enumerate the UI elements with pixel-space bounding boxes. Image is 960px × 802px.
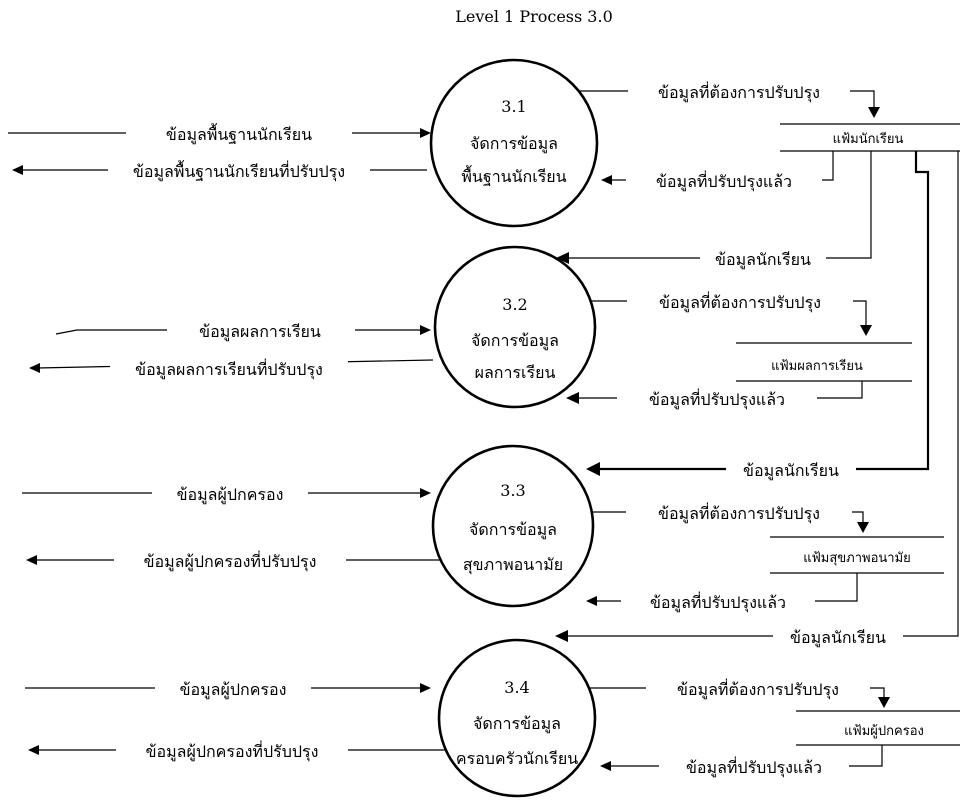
process-3-4: 3.4 จัดการข้อมูล ครอบครัวนักเรียน <box>437 638 597 798</box>
store-label: แฟ้มนักเรียน <box>833 131 904 147</box>
process-circle <box>431 444 595 608</box>
flow-label: ข้อมูลผู้ปกครองที่ปรับปรุง <box>146 740 319 762</box>
arrowhead <box>586 462 600 476</box>
store-label: แฟ้มผลการเรียน <box>771 358 863 374</box>
process-name-line2: ผลการเรียน <box>475 363 556 382</box>
flow-update-done-4: ข้อมูลที่ปรับปรุงแล้ว <box>600 745 883 778</box>
flow-student-to-3-2: ข้อมูลนักเรียน <box>556 151 872 270</box>
arrowhead <box>860 325 872 336</box>
flow-update-request-4: ข้อมูลที่ต้องการปรับปรุง <box>590 677 890 708</box>
flow-out-student-basic: ข้อมูลพื้นฐานนักเรียนที่ปรับปรุง <box>12 159 427 182</box>
process-name-line1: จัดการข้อมูล <box>469 520 557 540</box>
flow-update-request-1: ข้อมูลที่ต้องการปรับปรุง <box>580 80 880 118</box>
flow-out-parents-3: ข้อมูลผู้ปกครองที่ปรับปรุง <box>26 549 445 572</box>
process-3-2: 3.2 จัดการข้อมูล ผลการเรียน <box>433 245 597 409</box>
arrowhead <box>420 325 431 335</box>
flow-update-done-2: ข้อมูลที่ปรับปรุงแล้ว <box>566 381 863 410</box>
process-id: 3.1 <box>501 97 526 116</box>
process-id: 3.2 <box>502 295 527 314</box>
store-label: แฟ้มสุขภาพอนามัย <box>803 551 911 566</box>
arrowhead <box>420 128 431 138</box>
flow-label: ข้อมูลนักเรียน <box>790 628 886 648</box>
flow-label: ข้อมูลนักเรียน <box>715 250 811 270</box>
process-3-1: 3.1 จัดการข้อมูล พื้นฐานนักเรียน <box>429 58 599 228</box>
process-id: 3.4 <box>504 678 529 697</box>
flow-label: ข้อมูลที่ต้องการปรับปรุง <box>659 291 821 313</box>
flow-label: ข้อมูลที่ปรับปรุงแล้ว <box>649 388 785 410</box>
diagram-title: Level 1 Process 3.0 <box>455 7 613 26</box>
data-store-health: แฟ้มสุขภาพอนามัย <box>770 536 944 574</box>
flow-in-parents-4: ข้อมูลผู้ปกครอง <box>25 677 431 700</box>
flow-label: ข้อมูลผู้ปกครอง <box>180 680 287 700</box>
flow-label: ข้อมูลผู้ปกครองที่ปรับปรุง <box>144 550 317 572</box>
flow-label: ข้อมูลนักเรียน <box>743 461 839 481</box>
arrowhead <box>29 363 40 373</box>
process-name-line2: ครอบครัวนักเรียน <box>456 749 578 768</box>
arrowhead <box>566 392 579 404</box>
process-circle <box>429 58 599 228</box>
flow-in-student-basic: ข้อมูลพื้นฐานนักเรียน <box>8 122 431 145</box>
process-name-line1: จัดการข้อมูล <box>471 331 559 351</box>
arrowhead <box>26 555 37 565</box>
flow-student-to-3-3: ข้อมูลนักเรียน <box>586 151 930 481</box>
data-store-student: แฟ้มนักเรียน <box>780 123 960 152</box>
flow-out-parents-4: ข้อมูลผู้ปกครองที่ปรับปรุง <box>28 739 448 762</box>
process-name-line2: สุขภาพอนามัย <box>463 555 563 575</box>
arrowhead <box>868 107 880 118</box>
flow-update-request-3: ข้อมูลที่ต้องการปรับปรุง <box>590 501 869 533</box>
flow-update-done-3: ข้อมูลที่ปรับปรุงแล้ว <box>586 573 858 613</box>
flow-update-done-1: ข้อมูลที่ปรับปรุงแล้ว <box>601 151 834 192</box>
flow-label: ข้อมูลผลการเรียน <box>199 322 321 342</box>
process-name-line2: พื้นฐานนักเรียน <box>461 165 566 186</box>
process-circle <box>437 638 597 798</box>
process-name-line1: จัดการข้อมูล <box>473 714 561 734</box>
data-store-grades: แฟ้มผลการเรียน <box>736 342 912 382</box>
flow-label: ข้อมูลที่ปรับปรุงแล้ว <box>656 170 792 192</box>
flow-student-to-3-4: ข้อมูลนักเรียน <box>555 151 959 648</box>
arrowhead <box>586 596 597 606</box>
data-store-parents: แฟ้มผู้ปกครอง <box>796 710 960 746</box>
arrowhead <box>420 488 431 498</box>
flow-update-request-2: ข้อมูลที่ต้องการปรับปรุง <box>590 290 872 336</box>
arrowhead <box>878 697 890 708</box>
arrowhead <box>12 165 23 175</box>
flow-in-parents-3: ข้อมูลผู้ปกครอง <box>22 482 431 505</box>
process-3-3: 3.3 จัดการข้อมูล สุขภาพอนามัย <box>431 444 595 608</box>
flow-label: ข้อมูลที่ปรับปรุงแล้ว <box>650 591 786 613</box>
arrowhead <box>600 761 611 771</box>
flow-label: ข้อมูลที่ต้องการปรับปรุง <box>658 502 820 524</box>
arrowhead <box>28 745 39 755</box>
arrowhead <box>601 175 612 185</box>
arrowhead <box>556 252 569 264</box>
arrowhead <box>555 630 568 642</box>
flow-label: ข้อมูลผลการเรียนที่ปรับปรุง <box>135 358 323 380</box>
flow-label: ข้อมูลพื้นฐานนักเรียนที่ปรับปรุง <box>133 160 345 182</box>
flow-label: ข้อมูลผู้ปกครอง <box>177 485 284 505</box>
process-name-line1: จัดการข้อมูล <box>470 134 558 154</box>
arrowhead <box>420 683 431 693</box>
flow-label: ข้อมูลที่ต้องการปรับปรุง <box>677 678 839 700</box>
process-id: 3.3 <box>500 481 525 500</box>
flow-label: ข้อมูลที่ต้องการปรับปรุง <box>658 81 820 103</box>
flow-out-grades: ข้อมูลผลการเรียนที่ปรับปรุง <box>29 357 434 380</box>
arrowhead <box>857 522 869 533</box>
flow-in-grades: ข้อมูลผลการเรียน <box>55 319 431 342</box>
store-label: แฟ้มผู้ปกครอง <box>844 724 924 739</box>
process-circle <box>433 245 597 409</box>
flow-label: ข้อมูลที่ปรับปรุงแล้ว <box>686 756 822 778</box>
flow-label: ข้อมูลพื้นฐานนักเรียน <box>166 123 312 145</box>
